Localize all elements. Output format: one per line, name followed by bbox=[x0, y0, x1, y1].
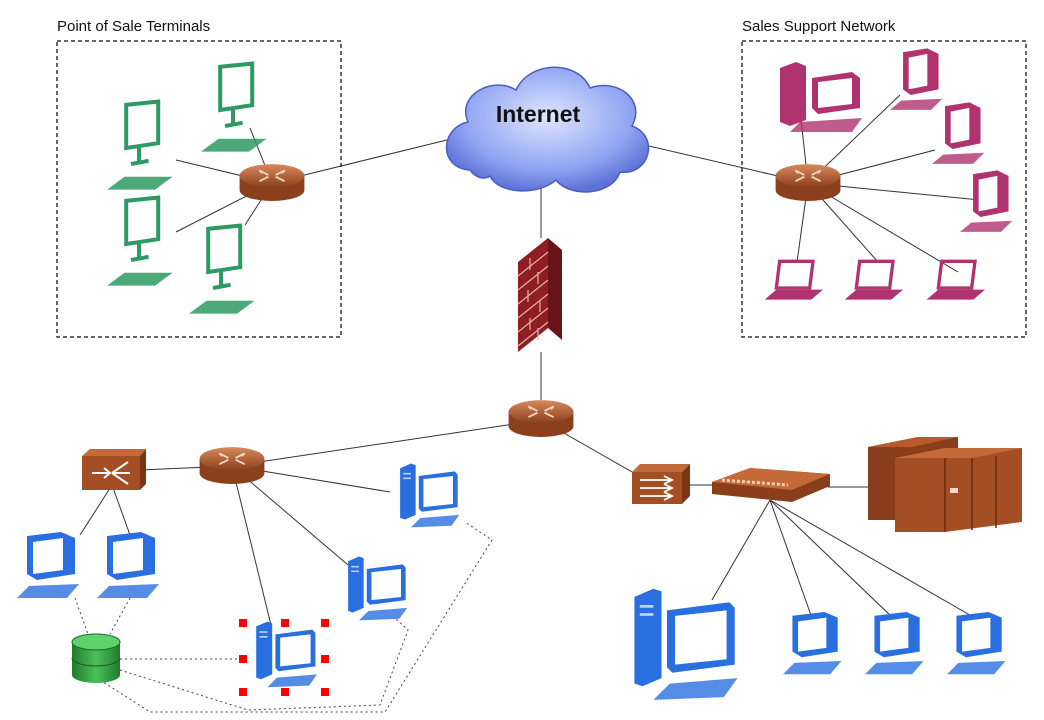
lan-workstation-1[interactable] bbox=[17, 532, 79, 598]
switch[interactable] bbox=[632, 464, 690, 504]
firewall-icon bbox=[517, 238, 562, 352]
hub[interactable] bbox=[712, 468, 830, 502]
lan-desktop-selected[interactable] bbox=[256, 621, 317, 688]
selection-handle-se[interactable] bbox=[321, 688, 329, 696]
sales-laptop-1[interactable] bbox=[762, 259, 825, 302]
selection-handle-e[interactable] bbox=[321, 655, 329, 663]
lan-desktop-2[interactable] bbox=[348, 556, 408, 621]
bridge[interactable] bbox=[82, 449, 146, 490]
pos-terminal-2[interactable] bbox=[201, 64, 267, 152]
selection-handle-n[interactable] bbox=[281, 619, 289, 627]
router-core[interactable] bbox=[507, 399, 575, 438]
sales-group-box[interactable] bbox=[741, 40, 1027, 338]
selection-handle-s[interactable] bbox=[281, 688, 289, 696]
selection-handles[interactable] bbox=[239, 619, 329, 696]
lan-workstation-4[interactable] bbox=[865, 612, 924, 675]
internet-label: Internet bbox=[496, 101, 581, 127]
lan-workstation-3[interactable] bbox=[783, 612, 842, 675]
pos-terminal-4[interactable] bbox=[189, 226, 255, 314]
sales-laptop-3[interactable] bbox=[924, 259, 987, 302]
firewall[interactable] bbox=[517, 238, 562, 352]
pos-group-label: Point of Sale Terminals bbox=[57, 18, 211, 35]
database[interactable] bbox=[71, 633, 121, 683]
router-icon bbox=[198, 446, 266, 485]
server-rack-icon bbox=[868, 437, 1022, 532]
selection-handle-ne[interactable] bbox=[321, 619, 329, 627]
database-icon bbox=[71, 633, 121, 683]
router-sales[interactable] bbox=[774, 163, 842, 202]
pos-group-box[interactable] bbox=[56, 40, 342, 338]
cloud-icon bbox=[445, 66, 650, 193]
lan-workstation-2[interactable] bbox=[97, 532, 159, 598]
sales-monitor-2[interactable] bbox=[932, 102, 985, 164]
hub-icon bbox=[712, 468, 830, 502]
dotted-data-links bbox=[74, 521, 493, 713]
lan-desktop-1[interactable] bbox=[400, 463, 460, 528]
pos-terminal-1[interactable] bbox=[107, 102, 173, 190]
router-lan[interactable] bbox=[198, 446, 266, 485]
selection-handle-sw[interactable] bbox=[239, 688, 247, 696]
server-rack[interactable] bbox=[868, 437, 1022, 532]
router-pos[interactable] bbox=[238, 163, 306, 202]
internet-cloud[interactable]: Internet bbox=[445, 66, 650, 193]
router-icon bbox=[774, 163, 842, 202]
selection-handle-w[interactable] bbox=[239, 655, 247, 663]
bridge-icon bbox=[82, 449, 146, 490]
switch-icon bbox=[632, 464, 690, 504]
sales-monitor-1[interactable] bbox=[890, 48, 943, 110]
sales-laptop-2[interactable] bbox=[842, 259, 905, 302]
sales-desktop[interactable] bbox=[780, 62, 862, 132]
selection-handle-nw[interactable] bbox=[239, 619, 247, 627]
sales-monitor-3[interactable] bbox=[960, 170, 1013, 232]
server-workstation-large[interactable] bbox=[634, 588, 738, 700]
router-icon bbox=[507, 399, 575, 438]
router-icon bbox=[238, 163, 306, 202]
lan-workstation-5[interactable] bbox=[947, 612, 1006, 675]
sales-group-label: Sales Support Network bbox=[742, 18, 896, 35]
pos-terminal-3[interactable] bbox=[107, 198, 173, 286]
